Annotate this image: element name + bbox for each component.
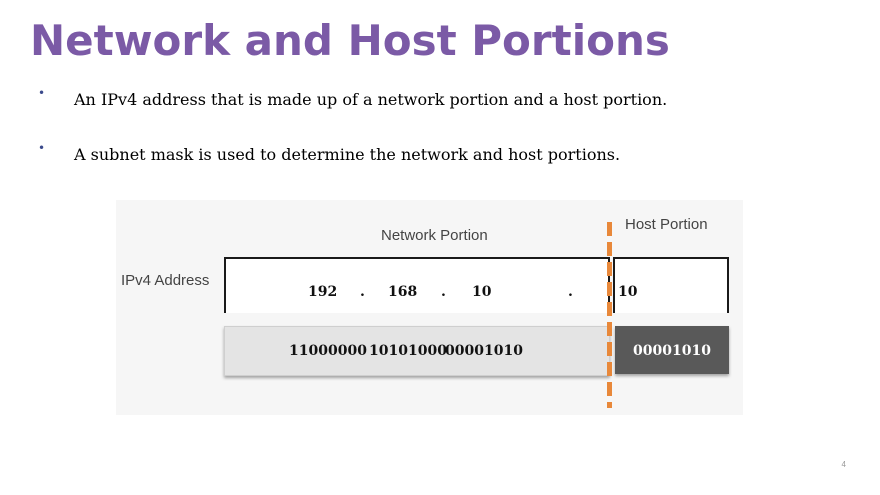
network-binary-octet-2: 10101000 bbox=[369, 343, 447, 359]
slide-title: Network and Host Portions bbox=[30, 16, 670, 65]
octet-separator: . bbox=[360, 284, 365, 300]
network-binary-bar bbox=[224, 326, 610, 376]
network-host-divider bbox=[607, 222, 612, 408]
host-binary-octet: 00001010 bbox=[633, 343, 711, 359]
octet-separator: . bbox=[568, 284, 573, 300]
ipv4-address-label: IPv4 Address bbox=[121, 272, 210, 289]
octet-3: 10 bbox=[472, 284, 492, 300]
host-portion-label: Host Portion bbox=[625, 216, 708, 233]
octet-2: 168 bbox=[388, 284, 418, 300]
host-portion-box bbox=[613, 257, 729, 313]
host-binary-bar bbox=[615, 326, 729, 374]
bullet-text: A subnet mask is used to determine the n… bbox=[74, 145, 621, 164]
ip-address-diagram: Network Portion Host Portion IPv4 Addres… bbox=[116, 200, 743, 415]
octet-1: 192 bbox=[308, 284, 338, 300]
octet-separator: . bbox=[441, 284, 446, 300]
bullet-icon: • bbox=[38, 141, 46, 155]
network-binary-octet-1: 11000000 bbox=[289, 343, 367, 359]
network-portion-label: Network Portion bbox=[381, 227, 488, 244]
network-binary-octet-3: 00001010 bbox=[445, 343, 523, 359]
octet-4: 10 bbox=[618, 284, 638, 300]
bullet-icon: • bbox=[38, 86, 46, 100]
network-portion-box bbox=[224, 257, 610, 313]
page-number: 4 bbox=[841, 460, 846, 469]
bullet-text: An IPv4 address that is made up of a net… bbox=[74, 90, 668, 109]
